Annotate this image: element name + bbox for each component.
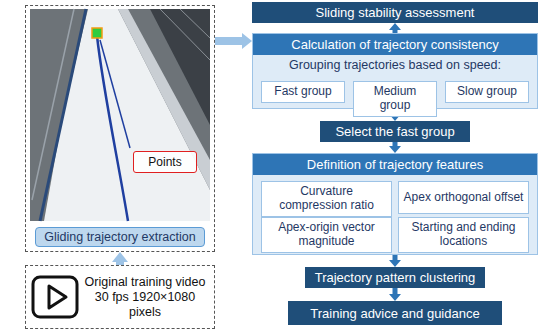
image-panel: Gliding trajectory extraction Points [25,5,215,252]
trajectory-line [97,36,128,221]
feature-box: Curvature compression ratio [261,181,392,217]
flow-arrow [215,37,242,45]
track-rail [40,9,86,221]
node-text: Gliding trajectory extraction [35,227,205,247]
process-box: Training advice and guidance [288,301,502,325]
process-box: Select the fast group [320,121,470,142]
group-panel: Calculation of trajectory consistencyGro… [252,33,538,109]
node-text: Slow group [457,85,517,99]
play-symbol [49,286,66,308]
node-text: Original training video 30 fps 1920×1080… [82,275,208,320]
source-box: Original training video 30 fps 1920×1080… [25,265,215,329]
node-text: Trajectory pattern clustering [315,270,476,285]
panel-heading: Definition of trajectory features [253,154,537,175]
flow-arrow [393,142,398,146]
feature-box: Apex orthogonal offset [398,181,529,214]
feature-panel: Definition of trajectory featuresCurvatu… [252,153,538,255]
node-text: Curvature compression ratio [266,185,387,213]
node-text: Training advice and guidance [310,306,479,321]
node-text: Apex orthogonal offset [404,191,524,205]
node-text: Grouping trajectories based on speed: [253,58,537,72]
node-text: Points [148,155,181,169]
node-text: Apex-origin vector magnitude [266,221,387,249]
flow-arrow [393,288,398,294]
tracking-marker [92,28,102,38]
photo-beam [180,9,210,38]
feature-box: Starting and ending locations [398,217,529,253]
node-text: Starting and ending locations [403,221,524,249]
node-text: Fast group [274,85,331,99]
panel-heading: Calculation of trajectory consistency [253,34,537,55]
video-icon [33,277,77,317]
callout-box: Points [133,151,197,173]
photo-beam [160,9,210,60]
node-text: Medium group [358,85,432,113]
flow-arrow [393,255,398,260]
track-surface [44,9,210,221]
feature-box: Apex-origin vector magnitude [261,217,392,253]
node-text: Sliding stability assessment [316,5,475,20]
photo-ground [30,9,210,221]
track-edge [32,9,74,200]
group-box: Medium group [353,81,437,117]
group-box: Fast group [261,81,345,103]
process-box: Trajectory pattern clustering [305,267,485,288]
track-wall [118,9,210,190]
node-text: Select the fast group [335,124,454,139]
leader-line [100,40,130,148]
group-box: Slow group [445,81,529,103]
process-box: Sliding stability assessment [252,2,538,23]
